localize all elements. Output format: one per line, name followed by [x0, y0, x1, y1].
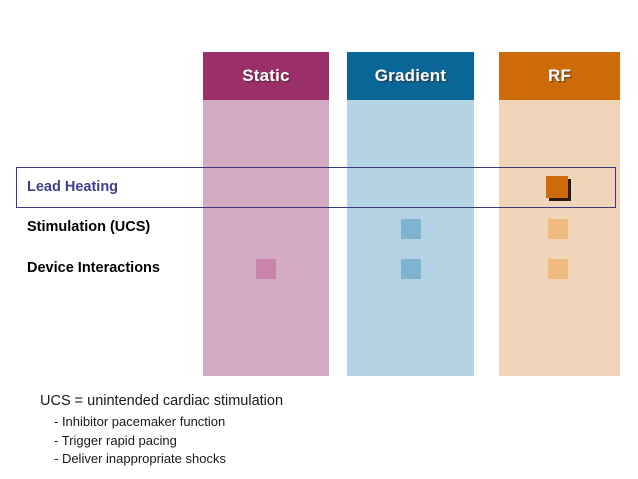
column-header-rf-label: RF	[547, 66, 572, 85]
footer-bullet-item: - Trigger rapid pacing	[54, 432, 177, 448]
highlight-row-background-gap-2	[474, 168, 499, 207]
row-label-device-interactions: Device Interactions	[27, 260, 160, 276]
marker-device-interactions-rf	[548, 259, 568, 279]
highlight-row-background-gap-1	[329, 168, 347, 207]
row-label-stimulation-ucs: Stimulation (UCS)	[27, 219, 151, 235]
marker-stimulation-ucs-rf	[548, 219, 568, 239]
footer-notes: UCS = unintended cardiac stimulation - I…	[40, 392, 283, 469]
marker-lead-heating-rf	[546, 176, 568, 198]
marker-device-interactions-static	[256, 259, 276, 279]
column-header-gradient-label: Gradient	[374, 66, 447, 85]
footer-bullet-list: - Inhibitor pacemaker function - Trigger…	[40, 413, 283, 469]
row-label-lead-heating: Lead Heating	[27, 179, 119, 195]
column-header-static-label: Static	[242, 66, 290, 85]
column-band-static	[203, 100, 329, 376]
column-header-static: Static	[203, 52, 329, 100]
footer-bullet-item: - Deliver inappropriate shocks	[54, 451, 226, 466]
column-header-rf: RF	[499, 52, 620, 100]
marker-stimulation-ucs-gradient	[401, 219, 421, 239]
footer-bullet-item: - Inhibitor pacemaker function	[54, 414, 226, 429]
highlight-row-background-left	[17, 168, 203, 207]
column-header-gradient: Gradient	[347, 52, 474, 100]
footer-lead-text: UCS = unintended cardiac stimulation	[40, 393, 284, 409]
marker-device-interactions-gradient	[401, 259, 421, 279]
